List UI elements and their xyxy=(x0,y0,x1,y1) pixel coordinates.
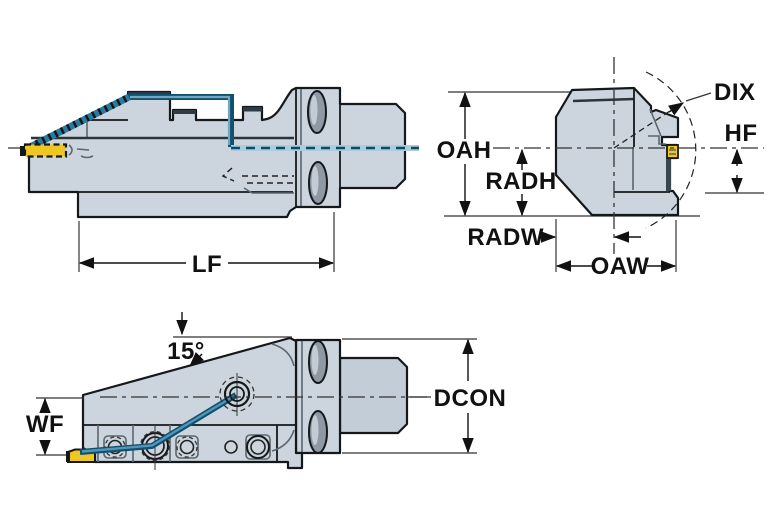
radw-label: RADW xyxy=(467,224,544,251)
dim-lf: LF xyxy=(78,212,335,278)
wf-label: WF xyxy=(26,411,64,438)
dim-hf: HF xyxy=(705,120,764,194)
oaw-label: OAW xyxy=(591,253,650,280)
pin-hole xyxy=(224,440,238,454)
clamp-finger-marks xyxy=(68,144,94,159)
insert-edge-marks xyxy=(669,149,676,155)
view-end: DIX OAH RADH RADW OAW xyxy=(437,57,764,280)
dix-arrow xyxy=(668,102,685,116)
dim-wf: WF xyxy=(26,397,84,456)
view-side-bottom: 15° WF DCON xyxy=(26,312,506,470)
dim-oaw: OAW xyxy=(555,220,677,280)
pocket-diagonal xyxy=(649,108,662,137)
insert-tip-shadow-2 xyxy=(66,451,70,462)
screw-pocket-3 xyxy=(175,435,199,459)
hf-label: HF xyxy=(725,120,758,147)
coupling-shaft xyxy=(338,356,409,435)
coolant-jet-hatch xyxy=(28,93,131,151)
screw-bore-5 xyxy=(250,439,266,455)
swing-arc xyxy=(645,71,697,229)
screw-outer-5 xyxy=(246,435,270,459)
funnel-arc-bottom xyxy=(271,429,295,452)
coolant-pipe-highlight xyxy=(130,95,231,145)
dim-dcon: DCON xyxy=(342,338,507,454)
dim-radh: RADH xyxy=(485,148,556,217)
flange-slot-bottom-highlight xyxy=(311,166,319,196)
insert-side-view xyxy=(23,143,68,158)
angle-pointer xyxy=(189,351,205,367)
radh-label: RADH xyxy=(485,168,556,195)
step-lines xyxy=(243,187,294,194)
dim-oah: OAH xyxy=(437,91,492,217)
dim-angle: 15° xyxy=(167,312,292,367)
boss-outer xyxy=(223,380,251,408)
hidden-clamp-lines xyxy=(221,167,294,184)
tool-head-end xyxy=(554,86,680,217)
top-face-edge xyxy=(572,97,635,103)
clamp-cap-3 xyxy=(243,107,262,112)
screw-thread-3 xyxy=(176,436,198,458)
dix-diagonal xyxy=(613,102,683,149)
tool-body-side xyxy=(27,86,407,219)
insert-tip-shadow xyxy=(20,146,25,156)
pocket-shadow-band xyxy=(666,158,671,191)
screw-bore-3 xyxy=(179,439,195,455)
dim-radw: RADW xyxy=(467,219,641,272)
clamp-cap-2 xyxy=(173,110,196,114)
dix-leader xyxy=(685,92,712,102)
clamp-hook xyxy=(648,135,666,145)
lf-label: LF xyxy=(192,251,222,278)
boss-thread xyxy=(219,376,255,412)
coolant-boss xyxy=(219,373,255,416)
funnel-arc-top xyxy=(271,343,295,367)
flange-slot-top-2-highlight xyxy=(311,345,319,375)
dix-label: DIX xyxy=(714,79,756,106)
oah-label: OAH xyxy=(437,137,492,164)
flange-slot-top-highlight xyxy=(310,95,318,125)
angle-label: 15° xyxy=(167,338,205,365)
flange-slot-bottom-2-highlight xyxy=(311,415,319,445)
coolant-pipe-rotated-highlight xyxy=(81,394,235,453)
insert-end-view xyxy=(666,144,679,159)
boss-bore xyxy=(229,386,245,402)
view-side-top: LF xyxy=(8,86,419,278)
dcon-label: DCON xyxy=(434,385,507,412)
